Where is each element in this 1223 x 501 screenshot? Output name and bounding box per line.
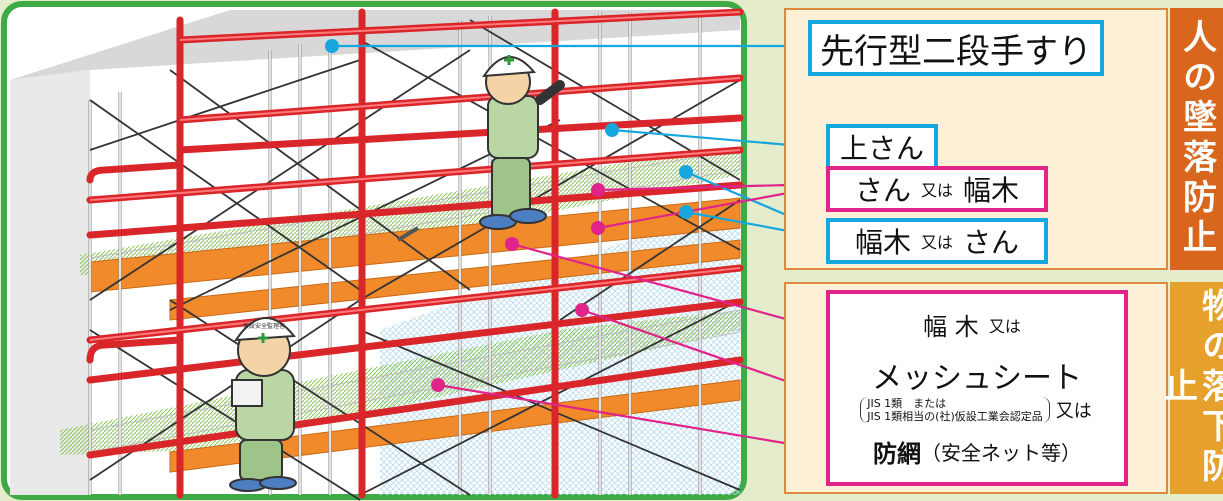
side-label-object-fall-prevention: 物の落下防止	[1158, 282, 1223, 494]
label-mesh-sheet: メッシュシート	[872, 360, 1082, 396]
worker-top	[479, 55, 565, 230]
label-rail: さん	[854, 174, 911, 207]
wall-side	[10, 70, 90, 495]
label-toeboard: 幅木	[854, 226, 911, 259]
side-label-fall-prevention: 人の墜落防止	[1170, 8, 1223, 270]
callout-line-upper	[611, 128, 784, 146]
scaffold-illustration: 仮設安全監理者	[1, 1, 784, 501]
helmet-text: 仮設安全監理者	[243, 322, 285, 330]
label-net: 防網	[873, 439, 921, 468]
label-upper-rail: 上さん	[826, 124, 938, 170]
worker-bottom: 仮設安全監理者	[229, 317, 297, 492]
label-rail: さん	[963, 226, 1020, 259]
label-toeboard: 幅木	[963, 174, 1020, 207]
callout-line-toeboard-or-rail	[685, 170, 784, 232]
label-handrail: 先行型二段手すり	[808, 20, 1104, 76]
label-object-fall-measures: 幅 木 又は メッシュシート JIS 1類 または JIS 1類相当の(社)仮設…	[826, 290, 1128, 486]
label-toeboard: 幅 木	[923, 313, 979, 342]
label-jis-note: JIS 1類 または JIS 1類相当の(社)仮設工業会認定品	[860, 396, 1050, 423]
label-rail-or-toeboard: さん 又は 幅木	[826, 166, 1048, 212]
label-net-note: （安全ネット等）	[921, 440, 1081, 465]
label-or: 又は	[920, 181, 953, 200]
jis-line-2: JIS 1類相当の(社)仮設工業会認定品	[867, 409, 1043, 423]
label-or: 又は	[1055, 400, 1092, 422]
wrench	[396, 226, 420, 242]
jis-line-1: JIS 1類 または	[867, 396, 947, 410]
callout-line-bottom	[437, 242, 784, 445]
label-or: 又は	[988, 316, 1021, 336]
callout-dots	[325, 39, 693, 392]
callout-line-rail-or-toeboard	[597, 184, 784, 230]
label-or: 又は	[920, 233, 953, 252]
label-toeboard-or-rail: 幅木 又は さん	[826, 218, 1048, 264]
